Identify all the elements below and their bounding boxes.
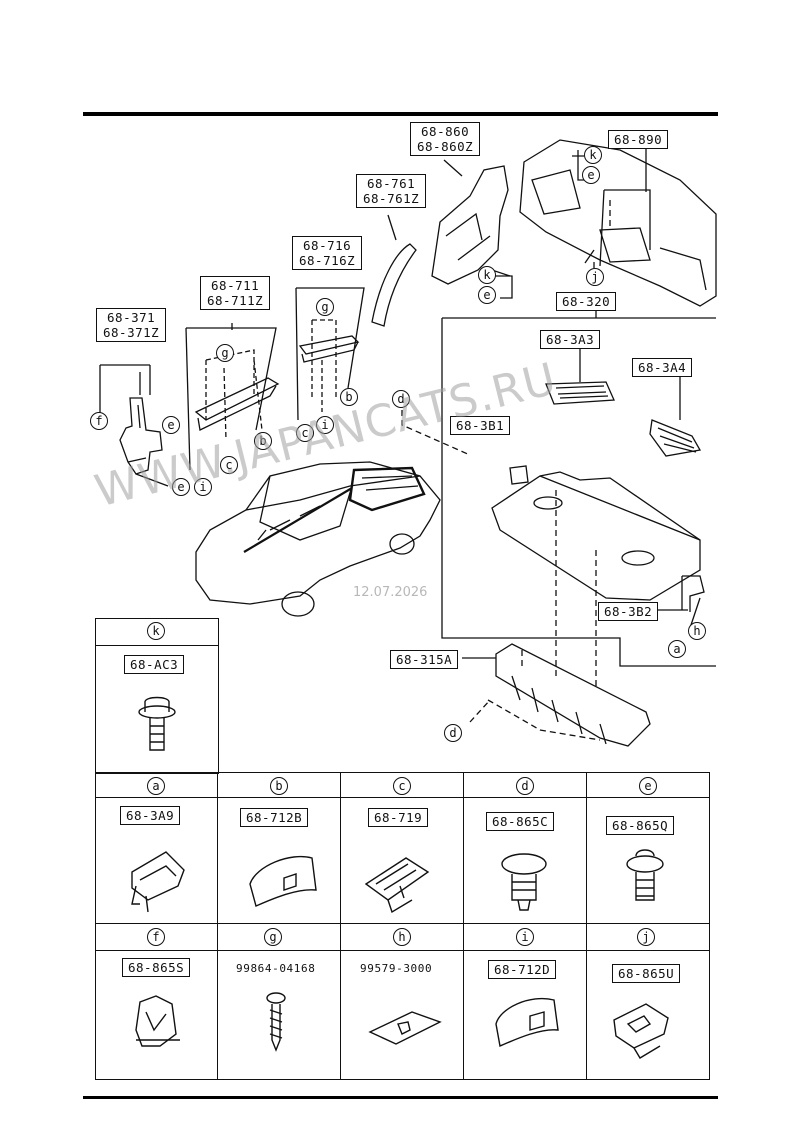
panel-68-315A-drawing (462, 643, 651, 747)
shelf-68-320-drawing (441, 305, 716, 667)
bottom-rule (83, 1096, 718, 1099)
callout-c-716: c (296, 424, 314, 442)
callout-f: f (90, 412, 108, 430)
garnish-68-716-drawing (295, 287, 365, 421)
fastener-j-letter: j (637, 928, 655, 946)
callout-g-711: g (216, 344, 234, 362)
callout-j: j (586, 268, 604, 286)
date-stamp: 12.07.2026 (353, 585, 428, 600)
fastener-b-letter: b (270, 777, 288, 795)
part-label-68-320: 68-320 (556, 292, 617, 311)
fastener-i-part: 68-712D (488, 960, 557, 979)
part-label-68-3B2: 68-3B2 (598, 602, 659, 621)
fastener-e-letter: e (639, 777, 657, 795)
part-label-68-3B1: 68-3B1 (450, 416, 511, 435)
fastener-k-letter: k (147, 622, 165, 640)
fastener-box-k (95, 618, 219, 774)
callout-a: a (668, 640, 686, 658)
trim-68-860-drawing (431, 159, 513, 299)
callout-e-top: e (582, 166, 600, 184)
fastener-g-drawing (266, 992, 286, 1052)
callout-b-716: b (340, 388, 358, 406)
fastener-j-part: 68-865U (612, 964, 681, 983)
fastener-k-part: 68-AC3 (124, 655, 185, 674)
callout-c-711: c (220, 456, 238, 474)
callout-e-mid: e (478, 286, 496, 304)
fastener-c-letter: c (393, 777, 411, 795)
fastener-d-drawing (501, 853, 547, 911)
fastener-h-part: 99579-3000 (360, 962, 433, 975)
callout-b-711: b (254, 432, 272, 450)
vent-68-3A4-drawing (649, 376, 702, 457)
part-label-68-3A3: 68-3A3 (540, 330, 601, 349)
fastener-b-drawing (249, 856, 317, 907)
fastener-c-part: 68-719 (368, 808, 429, 827)
fastener-b-part: 68-712B (240, 808, 309, 827)
fastener-g-letter: g (264, 928, 282, 946)
callout-e-bottom: e (172, 478, 190, 496)
part-label-68-315A: 68-315A (390, 650, 459, 669)
callout-k-top: k (584, 146, 602, 164)
fastener-f-letter: f (147, 928, 165, 946)
fastener-e-part: 68-865Q (606, 816, 675, 835)
fastener-h-drawing (368, 1011, 442, 1045)
fastener-a-part: 68-3A9 (120, 806, 181, 825)
fastener-j-drawing (613, 1003, 669, 1059)
fastener-f-drawing (135, 995, 180, 1047)
fastener-c-drawing (364, 857, 430, 914)
fastener-h-letter: h (393, 928, 411, 946)
fastener-f-part: 68-865S (122, 958, 191, 977)
fastener-d-letter: d (516, 777, 534, 795)
fastener-grid (95, 772, 710, 1080)
callout-e-371: e (162, 416, 180, 434)
fastener-i-letter: i (516, 928, 534, 946)
top-rule (83, 112, 718, 116)
callout-k-mid: k (478, 266, 496, 284)
fastener-a-drawing (131, 851, 185, 913)
callout-i-bottom: i (194, 478, 212, 496)
callout-h: h (688, 622, 706, 640)
strip-68-761-drawing (371, 214, 417, 327)
callout-i-716: i (316, 416, 334, 434)
part-label-68-890: 68-890 (608, 130, 669, 149)
vent-68-3A3-drawing (545, 348, 615, 405)
callout-d-bottom: d (444, 724, 462, 742)
callout-d-top: d (392, 390, 410, 408)
garnish-68-711-drawing (185, 323, 280, 471)
car-silhouette-drawing (195, 461, 441, 617)
callout-g-716: g (316, 298, 334, 316)
fastener-i-drawing (495, 998, 559, 1047)
fastener-e-drawing (626, 849, 664, 901)
fastener-d-part: 68-865C (486, 812, 555, 831)
bracket-68-371-drawing (99, 364, 169, 487)
fastener-g-part: 99864-04168 (236, 962, 316, 975)
fastener-a-letter: a (147, 777, 165, 795)
part-label-68-3A4: 68-3A4 (632, 358, 693, 377)
